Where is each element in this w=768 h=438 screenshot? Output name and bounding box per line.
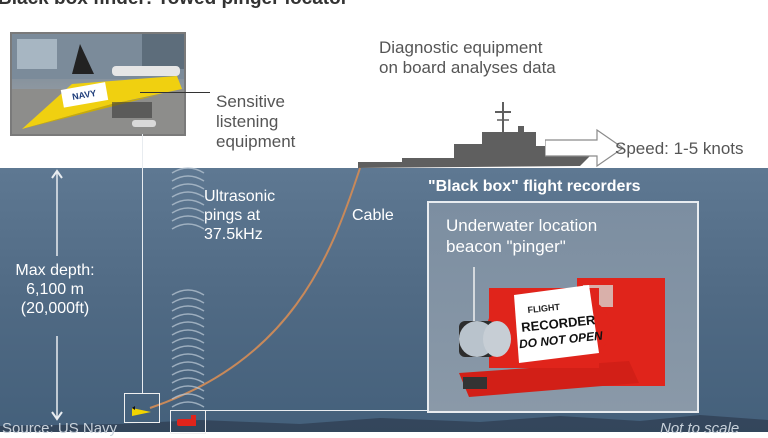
flight-recorder-marker [170, 410, 206, 434]
speed-label: Speed: 1-5 knots [615, 139, 744, 158]
source-credit: Source: US Navy [2, 420, 118, 437]
ultrasonic-label: Ultrasonic pings at 37.5kHz [204, 187, 275, 244]
sensitive-line-1: Sensitive [216, 92, 285, 111]
not-to-scale-note: Not to scale [660, 420, 740, 437]
diagnostic-label: Diagnostic equipment on board analyses d… [379, 38, 556, 78]
sensitive-line-3: equipment [216, 132, 296, 151]
ultrasonic-line-3: 37.5kHz [204, 226, 263, 243]
beacon-line-2: beacon "pinger" [446, 237, 566, 256]
sensitive-leader-line [140, 92, 210, 93]
ship-silhouette [358, 102, 596, 168]
seabed [0, 415, 768, 432]
flight-recorder-photo: FLIGHT RECORDER DO NOT OPEN [459, 267, 665, 397]
page-title: Black box finder: Towed pinger locator [0, 0, 348, 10]
black-box-title: "Black box" flight recorders [428, 178, 641, 195]
depth-arrow-icon [51, 169, 63, 421]
beacon-label: Underwater location beacon "pinger" [446, 215, 597, 257]
ultrasonic-line-1: Ultrasonic [204, 188, 276, 205]
ultrasonic-line-2: pings at [204, 207, 261, 224]
max-depth-line-2: 6,100 m [26, 281, 84, 298]
navy-decal: NAVY [71, 88, 97, 102]
diagnostic-line-2: on board analyses data [379, 58, 556, 77]
max-depth-line-1: Max depth: [15, 262, 95, 279]
diagnostic-line-1: Diagnostic equipment [379, 38, 543, 57]
cable-label: Cable [352, 207, 394, 224]
max-depth-line-3: (20,000ft) [20, 300, 90, 317]
recorder-flight-text: FLIGHT [527, 302, 561, 315]
black-box-panel: FLIGHT RECORDER DO NOT OPEN Underwater l… [427, 201, 699, 413]
towed-locator-marker [124, 393, 160, 423]
ultrasonic-pings-icon [171, 167, 205, 408]
beacon-line-1: Underwater location [446, 216, 598, 235]
recorder-connector-line [206, 410, 428, 411]
max-depth-label: Max depth: 6,100 m (20,000ft) [2, 261, 108, 318]
sensitive-line-2: listening [216, 112, 279, 131]
towed-locator-photo: NAVY [10, 32, 186, 136]
speed-arrow-icon [545, 128, 625, 168]
sensitive-equipment-label: Sensitive listening equipment [216, 92, 295, 152]
tow-line-vertical [142, 134, 143, 394]
